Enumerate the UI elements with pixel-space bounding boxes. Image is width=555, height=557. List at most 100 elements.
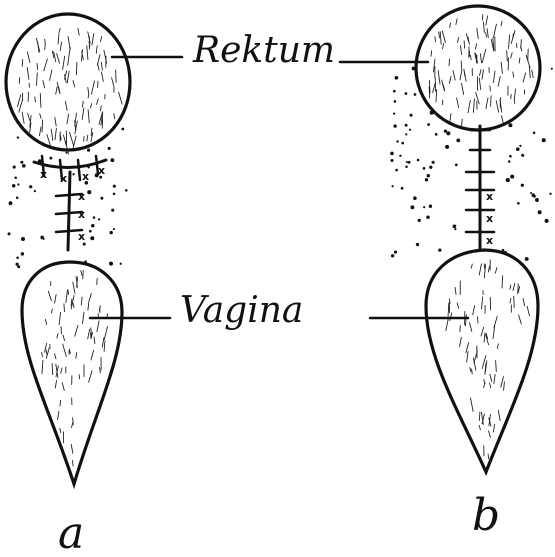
hatch-stroke <box>488 454 489 459</box>
tissue-dot <box>405 133 407 135</box>
hatch-stroke <box>431 51 432 57</box>
panel-a-label: a <box>58 508 84 557</box>
tissue-dot <box>401 187 404 190</box>
tissue-dot <box>42 238 44 240</box>
hatch-stroke <box>449 59 450 66</box>
panel-b-rectum <box>416 6 540 130</box>
hatch-stroke <box>479 412 480 421</box>
hatch-stroke <box>42 120 43 132</box>
hatch-stroke <box>518 284 519 294</box>
tissue-dot <box>506 178 510 182</box>
tissue-dot <box>87 190 91 194</box>
hatch-stroke <box>514 99 515 103</box>
tissue-dot <box>427 174 430 177</box>
hatch-stroke <box>491 96 492 107</box>
panel-a: x x x x x x x <box>6 14 130 484</box>
tissue-dot <box>393 112 395 114</box>
panel-b-label: b <box>472 490 500 541</box>
tissue-dot <box>413 196 417 200</box>
rectum-label: Rektum <box>192 30 335 71</box>
tissue-dot <box>113 193 116 196</box>
tissue-dot <box>49 157 52 160</box>
tissue-dot <box>416 243 419 246</box>
hatch-stroke <box>464 41 465 49</box>
hatch-stroke <box>472 369 473 374</box>
hatch-stroke <box>514 296 515 307</box>
hatch-stroke <box>68 290 69 295</box>
tissue-dot <box>410 114 413 117</box>
tissue-dot <box>34 190 36 192</box>
hatch-stroke <box>37 63 38 69</box>
tissue-dot <box>408 161 411 164</box>
hatch-stroke <box>60 400 61 406</box>
tissue-dot <box>521 154 524 157</box>
tissue-dot <box>425 178 428 181</box>
tissue-dot <box>525 257 529 261</box>
tissue-dot <box>21 237 25 241</box>
panel-b-suture: x x x <box>466 126 494 254</box>
vagina-label: Vagina <box>180 290 303 331</box>
tissue-dot <box>406 161 408 163</box>
tissue-dot <box>545 219 549 223</box>
tissue-dot <box>91 224 94 227</box>
tissue-dot <box>394 100 397 103</box>
tissue-dot <box>423 167 426 170</box>
svg-text:x: x <box>98 164 105 177</box>
tissue-dot <box>111 209 114 212</box>
hatch-stroke <box>52 363 53 374</box>
tissue-dot <box>532 193 536 197</box>
tissue-dot <box>409 129 411 131</box>
leader-lines <box>90 57 468 318</box>
panel-a-rectum <box>6 14 130 154</box>
tissue-dot <box>429 166 432 169</box>
tissue-dot <box>20 161 23 164</box>
tissue-dot <box>110 158 114 162</box>
tissue-dot <box>427 123 430 126</box>
tissue-dot <box>401 142 404 145</box>
svg-text:x: x <box>82 170 89 183</box>
tissue-dot <box>438 248 441 251</box>
hatch-stroke <box>40 94 41 108</box>
tissue-dot <box>29 185 32 188</box>
svg-text:x: x <box>486 234 493 247</box>
tissue-dot <box>22 164 26 168</box>
tissue-dot <box>87 148 90 151</box>
tissue-dot <box>405 166 408 169</box>
tissue-dot <box>405 124 408 127</box>
tissue-dot <box>521 184 524 187</box>
tissue-dot <box>455 164 458 167</box>
tissue-dot <box>113 228 115 230</box>
tissue-dot <box>8 232 11 235</box>
tissue-dot <box>395 76 399 80</box>
tissue-dot <box>456 139 460 143</box>
tissue-dot <box>399 155 401 157</box>
tissue-dot <box>21 252 24 255</box>
tissue-dot <box>508 160 511 163</box>
tissue-dot <box>9 201 13 205</box>
tissue-dot <box>533 132 536 135</box>
tissue-dot <box>446 131 450 135</box>
tissue-dot <box>93 216 96 219</box>
tissue-dot <box>404 92 407 95</box>
svg-text:x: x <box>78 230 85 243</box>
tissue-dot <box>72 173 74 175</box>
hatch-stroke <box>478 317 479 323</box>
tissue-dot <box>417 159 420 162</box>
tissue-dot <box>516 147 520 151</box>
hatch-stroke <box>64 304 65 312</box>
tissue-dot <box>395 169 398 172</box>
svg-text:x: x <box>78 208 85 221</box>
tissue-dot <box>519 145 521 147</box>
tissue-dot <box>393 124 396 127</box>
tissue-dot <box>429 205 432 208</box>
hatch-stroke <box>22 59 23 66</box>
panel-a-vagina <box>22 262 122 484</box>
tissue-dot <box>98 218 100 220</box>
tissue-dot <box>432 161 435 164</box>
tissue-dot <box>454 228 456 230</box>
tissue-dot <box>17 136 19 138</box>
hatch-stroke <box>91 333 92 338</box>
tissue-dot <box>508 123 512 127</box>
svg-text:x: x <box>78 190 85 203</box>
